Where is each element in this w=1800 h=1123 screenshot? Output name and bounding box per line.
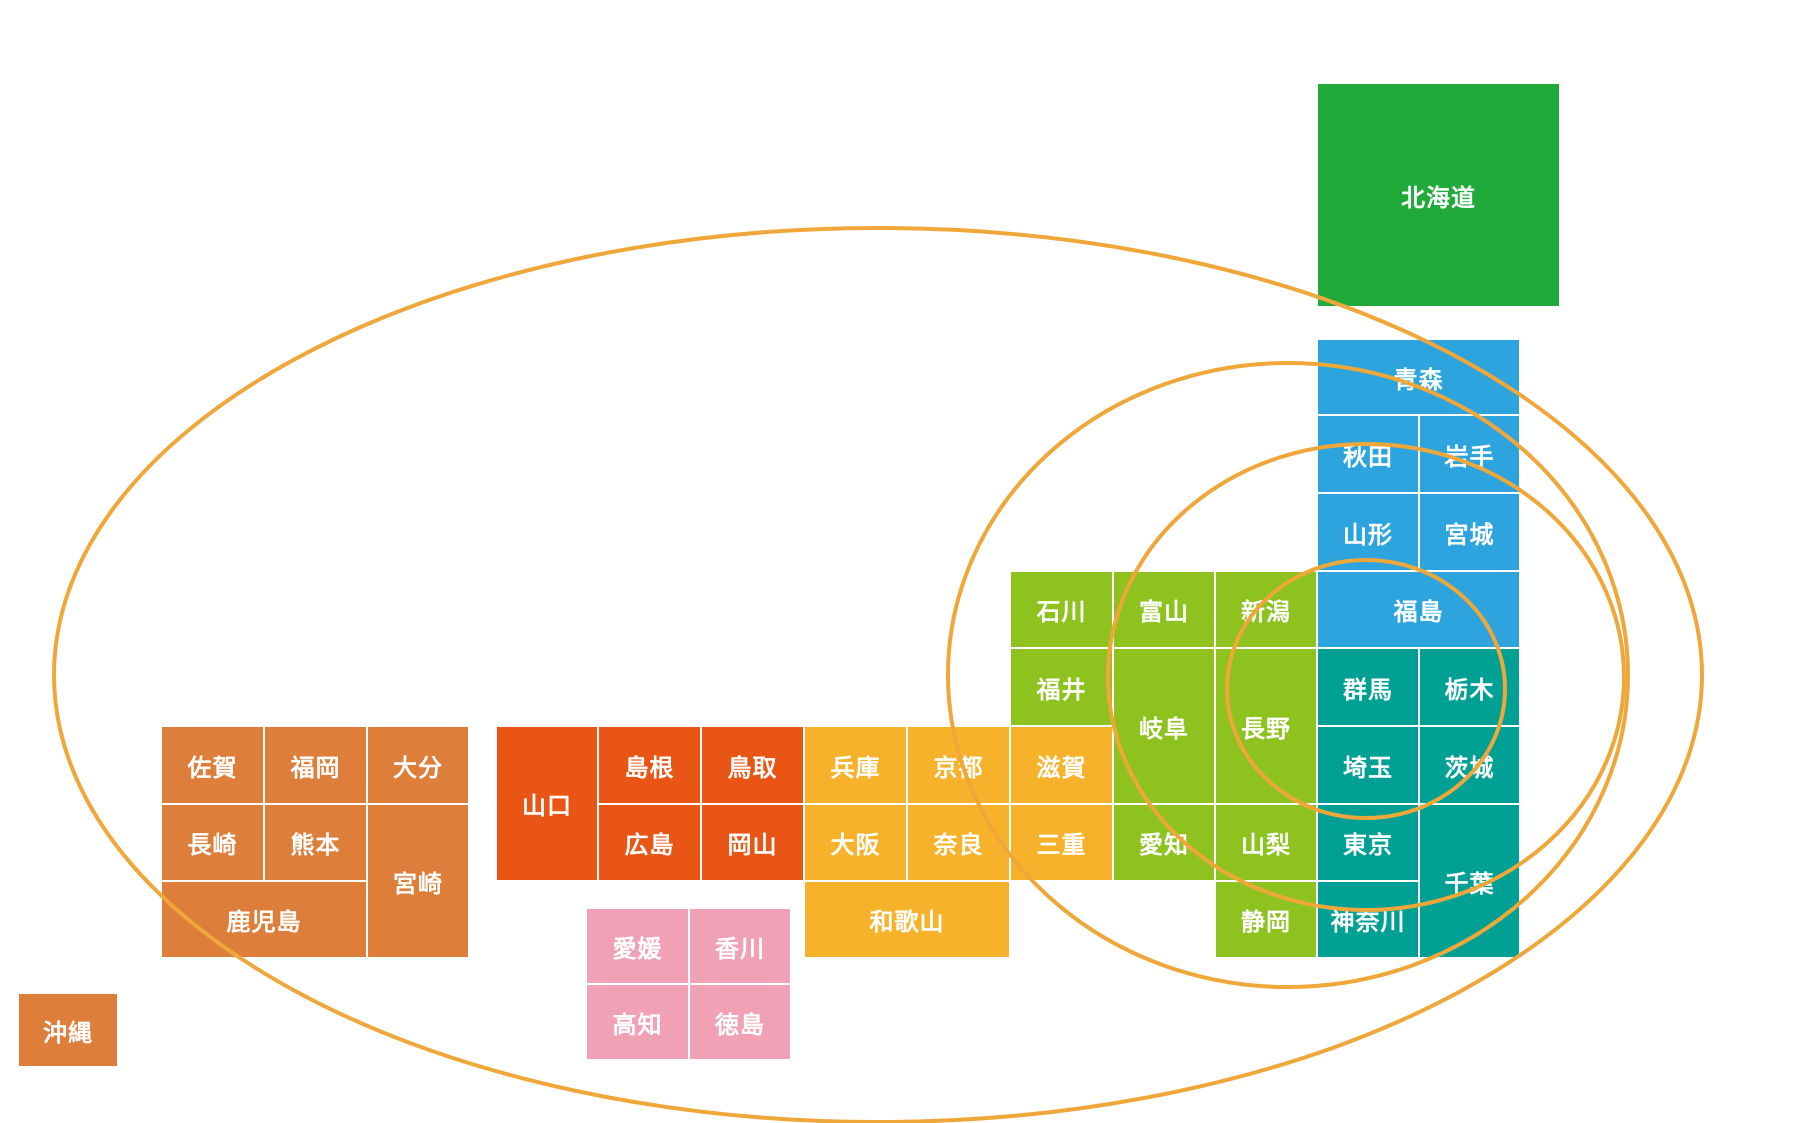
pref-yamanashi[interactable]: 山梨	[1215, 804, 1317, 881]
pref-nara[interactable]: 奈良	[907, 804, 1010, 881]
pref-gifu[interactable]: 岐阜	[1113, 648, 1215, 804]
pref-tokyo[interactable]: 東京	[1317, 804, 1419, 881]
pref-hokkaido[interactable]: 北海道	[1317, 83, 1560, 307]
pref-gunma[interactable]: 群馬	[1317, 648, 1419, 726]
pref-oita[interactable]: 大分	[367, 726, 469, 804]
pref-kochi[interactable]: 高知	[586, 984, 689, 1060]
pref-ishikawa[interactable]: 石川	[1010, 571, 1113, 648]
pref-tochigi[interactable]: 栃木	[1419, 648, 1520, 726]
pref-kyoto[interactable]: 京都	[907, 726, 1010, 804]
pref-kagawa[interactable]: 香川	[689, 908, 791, 984]
pref-yamagata[interactable]: 山形	[1317, 493, 1419, 571]
pref-okayama[interactable]: 岡山	[701, 804, 804, 881]
pref-wakayama[interactable]: 和歌山	[804, 881, 1010, 958]
pref-kagoshima[interactable]: 鹿児島	[161, 881, 367, 958]
pref-tottori[interactable]: 鳥取	[701, 726, 804, 804]
pref-shizuoka[interactable]: 静岡	[1215, 881, 1317, 958]
pref-aichi[interactable]: 愛知	[1113, 804, 1215, 881]
pref-saga[interactable]: 佐賀	[161, 726, 264, 804]
pref-nagasaki[interactable]: 長崎	[161, 804, 264, 881]
pref-akita[interactable]: 秋田	[1317, 415, 1419, 493]
pref-toyama[interactable]: 富山	[1113, 571, 1215, 648]
pref-miyagi[interactable]: 宮城	[1419, 493, 1520, 571]
pref-niigata[interactable]: 新潟	[1215, 571, 1317, 648]
pref-chiba[interactable]: 千葉	[1419, 804, 1520, 958]
pref-nagano[interactable]: 長野	[1215, 648, 1317, 804]
pref-fukui[interactable]: 福井	[1010, 648, 1113, 726]
pref-osaka[interactable]: 大阪	[804, 804, 907, 881]
pref-kumamoto[interactable]: 熊本	[264, 804, 367, 881]
pref-aomori[interactable]: 青森	[1317, 339, 1520, 415]
pref-ibaraki[interactable]: 茨城	[1419, 726, 1520, 804]
pref-okinawa[interactable]: 沖縄	[18, 993, 118, 1067]
pref-hyogo[interactable]: 兵庫	[804, 726, 907, 804]
pref-yamaguchi[interactable]: 山口	[496, 726, 598, 881]
pref-iwate[interactable]: 岩手	[1419, 415, 1520, 493]
pref-hiroshima[interactable]: 広島	[598, 804, 701, 881]
pref-shimane[interactable]: 島根	[598, 726, 701, 804]
pref-miyazaki[interactable]: 宮崎	[367, 804, 469, 958]
pref-fukushima[interactable]: 福島	[1317, 571, 1520, 648]
pref-mie[interactable]: 三重	[1010, 804, 1113, 881]
pref-ehime[interactable]: 愛媛	[586, 908, 689, 984]
pref-shiga[interactable]: 滋賀	[1010, 726, 1113, 804]
pref-tokushima[interactable]: 徳島	[689, 984, 791, 1060]
pref-fukuoka[interactable]: 福岡	[264, 726, 367, 804]
pref-kanagawa[interactable]: 神奈川	[1317, 881, 1419, 958]
pref-saitama[interactable]: 埼玉	[1317, 726, 1419, 804]
